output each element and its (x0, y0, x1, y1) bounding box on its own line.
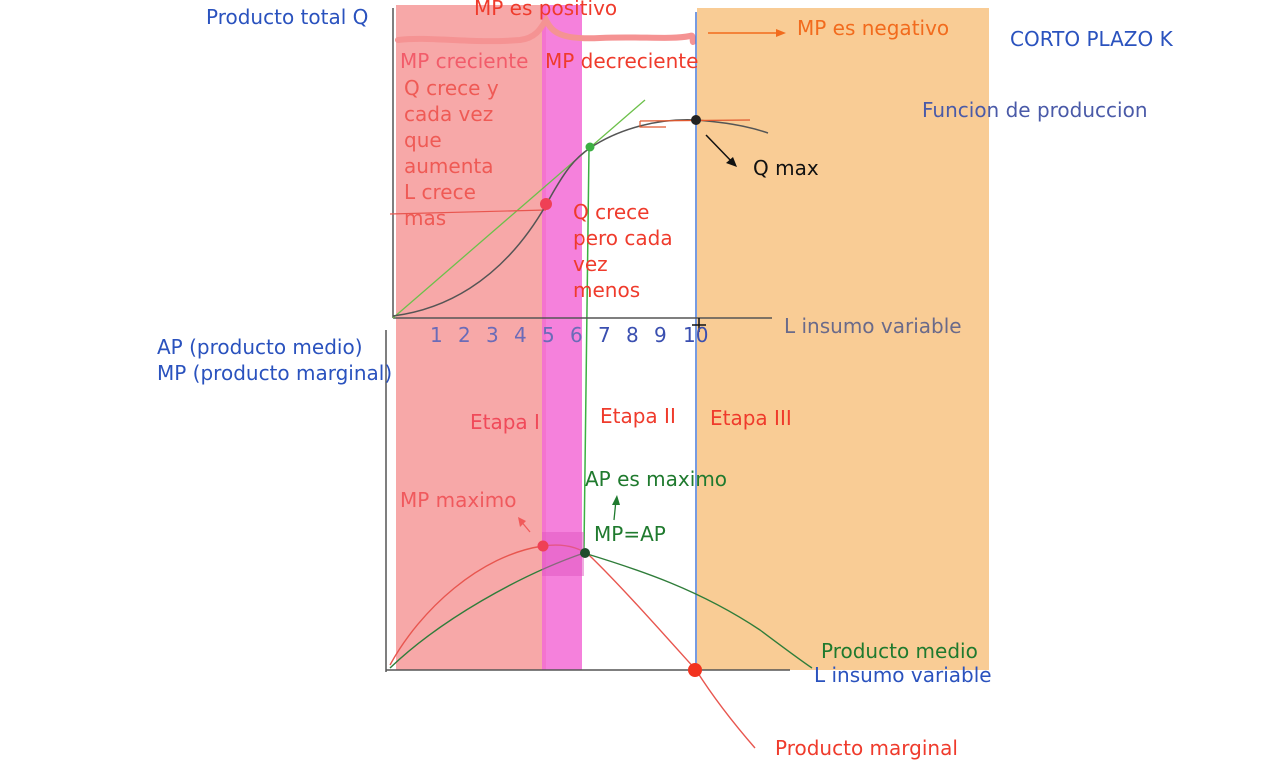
producto-medio-label: Producto medio (821, 639, 978, 663)
mp-peak-highlight (542, 532, 584, 576)
tick-2: 2 (458, 323, 471, 347)
stage2-note-line: vez (573, 252, 608, 276)
stage2-note-line: Q crece (573, 200, 650, 224)
stage1-note-line: mas (404, 206, 447, 230)
mp-slope-line (389, 209, 547, 215)
tick-7: 7 (598, 323, 611, 347)
mp-maximo-label: MP maximo (400, 488, 517, 512)
tick-1: 1 (430, 323, 443, 347)
producto-marginal-label: Producto marginal (775, 736, 958, 760)
top-brace (395, 13, 696, 45)
stage1-note-line: Q crece y (404, 76, 499, 100)
neg-arrow-head (776, 29, 786, 37)
stage1-note-line: aumenta (404, 154, 494, 178)
mp-positivo-label: MP es positivo (474, 0, 618, 20)
q-max-arrow-head (726, 157, 737, 167)
y-axis-title-mp: MP (producto marginal) (157, 361, 393, 385)
stage1-note-line: cada vez (404, 102, 494, 126)
etapa-1-label: Etapa I (470, 410, 540, 434)
stage2-note-line: menos (573, 278, 641, 302)
tick-10: 10 (683, 323, 709, 347)
tick-9: 9 (654, 323, 667, 347)
tick-5: 5 (542, 323, 555, 347)
ap-maximo-label: AP es maximo (585, 467, 728, 491)
tick-4: 4 (514, 323, 527, 347)
ap-tangent-ray (392, 99, 646, 319)
ap-max-arrow-head (612, 495, 620, 505)
corto-plazo-label: CORTO PLAZO K (1010, 27, 1173, 51)
l-insumo-top-label: L insumo variable (784, 314, 962, 338)
stage2-note: Q crece pero cada vez menos (573, 199, 673, 303)
mp-zero-point (688, 663, 702, 677)
tick-6: 6 (570, 323, 583, 347)
funcion-label: Funcion de produccion (922, 98, 1148, 122)
ap-max-point-top (585, 142, 595, 152)
divider-ap-max (583, 147, 590, 549)
stage1-note: Q crece y cada vez que aumenta L crece m… (404, 75, 499, 231)
stage2-note-line: pero cada (573, 226, 673, 250)
mp-eq-ap-label: MP=AP (594, 522, 666, 546)
tick-3: 3 (486, 323, 499, 347)
etapa-3-label: Etapa III (710, 406, 792, 430)
mp-eq-ap-point (580, 548, 590, 558)
q-max-label: Q max (753, 156, 819, 180)
mp-max-point (537, 540, 549, 552)
y-axis-title-q: Producto total Q (206, 5, 369, 29)
inflection-point (540, 198, 552, 210)
mp-max-arrow-head (518, 517, 526, 527)
l-insumo-bottom-label: L insumo variable (814, 663, 992, 687)
mp-negativo-label: MP es negativo (797, 16, 950, 40)
stage-3-region (697, 8, 989, 670)
tick-8: 8 (626, 323, 639, 347)
mp-creciente-label: MP creciente (400, 49, 529, 73)
stage1-note-line: que (404, 128, 442, 152)
marginal-product-curve (389, 544, 756, 749)
q-max-point (691, 115, 701, 125)
average-product-curve (389, 552, 813, 669)
stage1-note-line: L crece (404, 180, 476, 204)
y-axis-title-ap: AP (producto medio) (157, 335, 363, 359)
mp-decreciente-label: MP decreciente (545, 49, 699, 73)
etapa-2-label: Etapa II (600, 404, 676, 428)
stage-1-region (396, 5, 546, 670)
